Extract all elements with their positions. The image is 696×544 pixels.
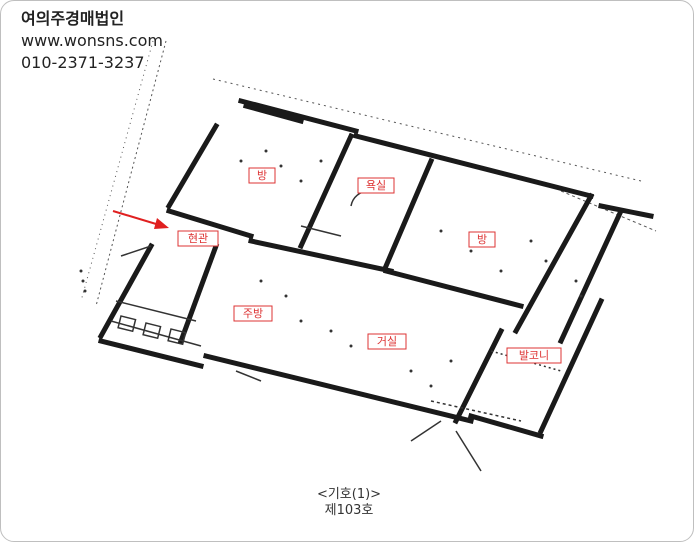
- room-label-kitchen: 주방: [233, 305, 273, 322]
- room-label-bath-text: 욕실: [366, 179, 386, 192]
- watermark: 여의주경매법인 www.wonsns.com 010-2371-3237: [21, 11, 163, 71]
- room-label-room2-text: 방: [477, 233, 487, 246]
- plan-caption: <기호(1)> 제103호: [1, 487, 693, 519]
- room-label-balcony: 발코니: [506, 347, 562, 364]
- caption-unit: 제103호: [324, 503, 374, 518]
- plan-walls: [97, 97, 654, 440]
- entrance-arrow: [112, 210, 169, 229]
- watermark-website: www.wonsns.com: [21, 31, 163, 50]
- room-label-room1: 방: [248, 167, 276, 184]
- room-label-kitchen-text: 주방: [243, 307, 263, 320]
- plan-details: [110, 190, 562, 472]
- caption-symbol: <기호(1)>: [316, 487, 382, 502]
- room-label-bath: 욕실: [357, 177, 395, 194]
- room-label-balcony-text: 발코니: [519, 349, 549, 362]
- watermark-company: 여의주경매법인: [21, 9, 125, 28]
- room-label-entrance: 현관: [177, 230, 219, 247]
- plan-outline-lines: [80, 40, 657, 307]
- room-label-entrance-text: 현관: [188, 232, 208, 245]
- room-label-room1-text: 방: [257, 169, 267, 182]
- room-label-living-text: 거실: [377, 335, 397, 348]
- room-label-room2: 방: [468, 231, 496, 248]
- room-label-living: 거실: [367, 333, 407, 350]
- watermark-phone: 010-2371-3237: [21, 53, 145, 72]
